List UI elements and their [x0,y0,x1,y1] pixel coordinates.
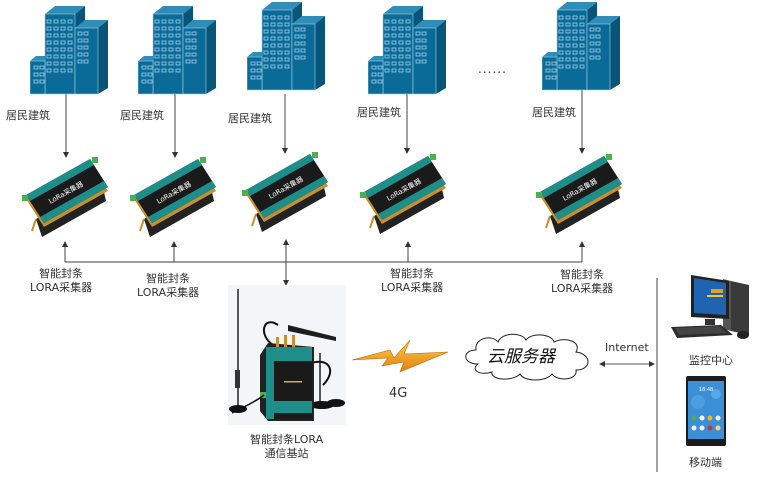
building-label-4: 居民建筑 [357,106,401,119]
collector-label-4: 智能封条 LORA采集器 [381,267,443,295]
internet-label: Internet [605,341,649,354]
building-icon [137,4,218,99]
base-station-icon [229,289,345,421]
phone-time: 18:48 [699,387,713,393]
cloud-icon [465,333,589,381]
collector-label-5: 智能封条 LORA采集器 [551,268,613,296]
building-icon [246,0,327,95]
building-label-5: 居民建筑 [532,106,576,119]
base-station-label-line2: 通信基站 [264,447,309,460]
lightning-4g-icon [352,339,448,373]
base-station-image [228,285,346,425]
building-icon [541,0,622,95]
ellipsis: ...... [478,62,507,76]
collector-label-1: 智能封条 LORA采集器 [30,267,92,295]
lora-collector-device: LoRa采集器 [242,152,334,232]
lora-collector-device: LoRa采集器 [130,157,222,237]
collector-label-2: 智能封条 LORA采集器 [137,272,199,300]
collector-label-1-line1: 智能封条 [39,267,84,280]
cloud-server-label: 云服务器 [487,347,555,367]
desktop-computer-icon [671,275,749,339]
lora-collector-device: LoRa采集器 [360,154,452,234]
lora-collector-device: LoRa采集器 [22,157,114,237]
mobile-label: 移动端 [689,456,722,469]
building-icon [367,4,448,99]
mobile-phone-icon: 18:48 [686,376,726,446]
label-4g: 4G [389,386,408,401]
collector-label-2-line1: 智能封条 [146,272,191,285]
collector-label-1-line2: LORA采集器 [30,281,93,294]
lora-collector-device: LoRa采集器 [536,154,628,234]
building-label-3: 居民建筑 [228,112,272,125]
collector-label-5-line1: 智能封条 [560,268,605,281]
collector-label-4-line2: LORA采集器 [381,281,444,294]
building-label-2: 居民建筑 [120,109,164,122]
collector-label-5-line2: LORA采集器 [551,282,614,295]
building-icon [29,4,110,99]
collector-label-2-line2: LORA采集器 [137,286,200,299]
collector-label-4-line1: 智能封条 [390,267,435,280]
monitor-center-label: 监控中心 [689,354,733,367]
base-station-label-line1: 智能封条LORA [250,433,324,446]
building-label-1: 居民建筑 [6,109,50,122]
base-station-label: 智能封条LORA 通信基站 [250,433,323,461]
